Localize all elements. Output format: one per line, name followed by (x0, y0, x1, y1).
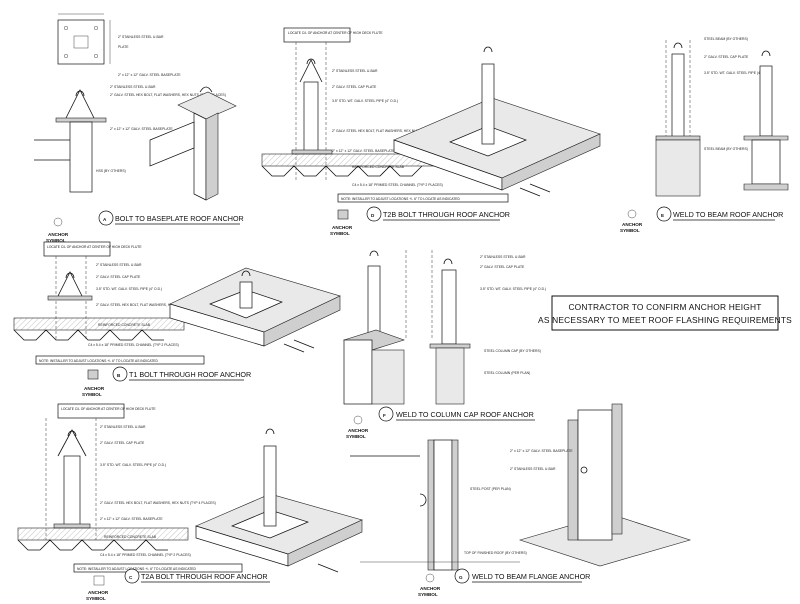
svg-text:SYMBOL: SYMBOL (82, 392, 102, 397)
detail-e: STEEL BEAM (BY OTHERS) 2" GALV. STEEL CA… (620, 37, 789, 233)
detail-f-title: WELD TO COLUMN CAP ROOF ANCHOR (396, 410, 534, 419)
detail-g: STEEL POST (PER PLAN) TOP OF FINISHED RO… (350, 403, 692, 597)
svg-text:STEEL BEAM (BY OTHERS): STEEL BEAM (BY OTHERS) (704, 147, 748, 151)
svg-text:C4 x 5.4 x 18" PRIMED STEEL CH: C4 x 5.4 x 18" PRIMED STEEL CHANNEL (TYP… (352, 183, 443, 187)
svg-text:2" STAINLESS STEEL U-BAR: 2" STAINLESS STEEL U-BAR (480, 255, 526, 259)
detail-b-title: T1 BOLT THROUGH ROOF ANCHOR (129, 370, 251, 379)
detail-f: 2" STAINLESS STEEL U-BAR 2" GALV. STEEL … (343, 250, 546, 439)
flashing-callout: CONTRACTOR TO CONFIRM ANCHOR HEIGHT AS N… (538, 295, 792, 331)
detail-g-letter: G (459, 575, 463, 580)
steel-post-label: STEEL POST (PER PLAN) (470, 487, 511, 491)
svg-text:REINFORCED CONCRETE SLAB: REINFORCED CONCRETE SLAB (98, 323, 151, 327)
detail-d-title: T2B BOLT THROUGH ROOF ANCHOR (383, 210, 510, 219)
svg-text:2" STAINLESS STEEL U-BAR: 2" STAINLESS STEEL U-BAR (332, 69, 378, 73)
detail-g-title: WELD TO BEAM FLANGE ANCHOR (472, 572, 590, 581)
svg-text:2" GALV. STEEL HEX BOLT, FLAT: 2" GALV. STEEL HEX BOLT, FLAT WASHERS, H… (96, 303, 212, 307)
detail-b: LOCATE C/L OF ANCHOR AT CENTER OF HIGH D… (13, 241, 341, 397)
svg-text:ANCHOR: ANCHOR (88, 590, 109, 595)
svg-text:2" GALV. STEEL CAP PLATE: 2" GALV. STEEL CAP PLATE (332, 85, 377, 89)
svg-text:3.5" STD. WT. GALV. STEEL PIPE: 3.5" STD. WT. GALV. STEEL PIPE (4" O.D.) (480, 287, 546, 291)
svg-text:SYMBOL: SYMBOL (86, 596, 106, 601)
callout-line-1: CONTRACTOR TO CONFIRM ANCHOR HEIGHT (568, 302, 761, 312)
svg-text:C4 x 5.4 x 18" PRIMED STEEL CH: C4 x 5.4 x 18" PRIMED STEEL CHANNEL (TYP… (100, 553, 191, 557)
detail-f-letter: F (383, 413, 386, 418)
svg-text:3.5" STD. WT. GALV. STEEL PIPE: 3.5" STD. WT. GALV. STEEL PIPE (4" O.D.) (704, 71, 770, 75)
svg-text:ANCHOR: ANCHOR (622, 222, 643, 227)
detail-a-letter: A (103, 217, 107, 222)
svg-text:C4 x 5.4 x 18" PRIMED STEEL CH: C4 x 5.4 x 18" PRIMED STEEL CHANNEL (TYP… (88, 343, 179, 347)
svg-text:REINFORCED CONCRETE SLAB: REINFORCED CONCRETE SLAB (104, 535, 157, 539)
installer-note-d: NOTE: INSTALLER TO ADJUST LOCATIONS +/- … (341, 197, 460, 201)
detail-a-title: BOLT TO BASEPLATE ROOF ANCHOR (115, 214, 244, 223)
svg-text:3.5" STD. WT. GALV. STEEL PIPE: 3.5" STD. WT. GALV. STEEL PIPE (4" O.D.) (332, 99, 398, 103)
svg-text:REINFORCED CONCRETE SLAB: REINFORCED CONCRETE SLAB (352, 165, 405, 169)
detail-c-letter: C (129, 575, 133, 580)
detail-d: LOCATE C/L OF ANCHOR AT CENTER OF HIGH D… (261, 27, 601, 236)
svg-text:2" STAINLESS STEEL U-BAR: 2" STAINLESS STEEL U-BAR (96, 263, 142, 267)
svg-text:SYMBOL: SYMBOL (620, 228, 640, 233)
locate-note-d: LOCATE C/L OF ANCHOR AT CENTER OF HIGH D… (288, 31, 383, 35)
svg-text:3.5" STD. WT. GALV. STEEL PIPE: 3.5" STD. WT. GALV. STEEL PIPE (4" O.D.) (96, 287, 162, 291)
svg-text:2" GALV. STEEL HEX BOLT, FLAT: 2" GALV. STEEL HEX BOLT, FLAT WASHERS, H… (100, 501, 216, 505)
column-cap-label: STEEL COLUMN CAP (BY OTHERS) (484, 349, 541, 353)
svg-text:2" GALV. STEEL CAP PLATE: 2" GALV. STEEL CAP PLATE (480, 265, 525, 269)
steel-beam-label: STEEL BEAM (BY OTHERS) (704, 37, 748, 41)
hss-label: HSS (BY OTHERS) (96, 169, 126, 173)
svg-text:ANCHOR: ANCHOR (348, 428, 369, 433)
detail-c: LOCATE C/L OF ANCHOR AT CENTER OF HIGH D… (17, 403, 363, 601)
svg-text:2" x 12" x 12" GALV. STEEL BAS: 2" x 12" x 12" GALV. STEEL BASEPLATE (110, 127, 173, 131)
detail-e-letter: E (661, 213, 664, 218)
baseplate-plan (57, 19, 105, 65)
svg-text:SYMBOL: SYMBOL (330, 231, 350, 236)
detail-d-letter: D (371, 213, 375, 218)
svg-text:2" GALV. STEEL HEX BOLT, FLAT: 2" GALV. STEEL HEX BOLT, FLAT WASHERS, H… (110, 93, 226, 97)
svg-text:3.5" STD. WT. GALV. STEEL PIPE: 3.5" STD. WT. GALV. STEEL PIPE (4" O.D.) (100, 463, 166, 467)
installer-note-c: NOTE: INSTALLER TO ADJUST LOCATIONS +/- … (77, 567, 196, 571)
svg-text:SYMBOL: SYMBOL (46, 238, 66, 243)
detail-b-letter: B (117, 373, 121, 378)
svg-text:SYMBOL: SYMBOL (346, 434, 366, 439)
svg-text:2" GALV. STEEL HEX BOLT, FLAT: 2" GALV. STEEL HEX BOLT, FLAT WASHERS, H… (332, 129, 448, 133)
svg-text:ANCHOR: ANCHOR (420, 586, 441, 591)
u-bar-label: 2" STAINLESS STEEL U-BAR (118, 35, 164, 39)
svg-text:2" x 12" x 12" GALV. STEEL BAS: 2" x 12" x 12" GALV. STEEL BASEPLATE (100, 517, 163, 521)
detail-e-title: WELD TO BEAM ROOF ANCHOR (673, 210, 783, 219)
svg-text:2" x 12" x 12" GALV. STEEL BAS: 2" x 12" x 12" GALV. STEEL BASEPLATE (510, 449, 573, 453)
steel-column-label: STEEL COLUMN (PER PLAN) (484, 371, 530, 375)
anchor-symbol-label: ANCHOR (48, 232, 69, 237)
installer-note-b: NOTE: INSTALLER TO ADJUST LOCATIONS +/- … (39, 359, 158, 363)
svg-text:2" STAINLESS STEEL U-BAR: 2" STAINLESS STEEL U-BAR (510, 467, 556, 471)
svg-text:ANCHOR: ANCHOR (332, 225, 353, 230)
callout-line-2: AS NECESSARY TO MEET ROOF FLASHING REQUI… (538, 315, 792, 325)
svg-text:SYMBOL: SYMBOL (418, 592, 438, 597)
plate-label: PLATE (118, 45, 129, 49)
baseplate-label: 2" x 12" x 12" GALV. STEEL BASEPLATE (118, 73, 181, 77)
svg-text:2" GALV. STEEL CAP PLATE: 2" GALV. STEEL CAP PLATE (704, 55, 749, 59)
svg-text:2" STAINLESS STEEL U-BAR: 2" STAINLESS STEEL U-BAR (110, 85, 156, 89)
svg-text:2" GALV. STEEL CAP PLATE: 2" GALV. STEEL CAP PLATE (100, 441, 145, 445)
svg-text:2" GALV. STEEL CAP PLATE: 2" GALV. STEEL CAP PLATE (96, 275, 141, 279)
detail-c-title: T2A BOLT THROUGH ROOF ANCHOR (141, 572, 268, 581)
locate-note-b: LOCATE C/L OF ANCHOR AT CENTER OF HIGH D… (47, 245, 142, 249)
detail-a: 2" STAINLESS STEEL U-BAR PLATE 2" x 12" … (34, 13, 244, 243)
top-roof-label: TOP OF FINISHED ROOF (BY OTHERS) (464, 551, 527, 555)
svg-text:ANCHOR: ANCHOR (84, 386, 105, 391)
svg-text:2" STAINLESS STEEL U-BAR: 2" STAINLESS STEEL U-BAR (100, 425, 146, 429)
locate-note-c: LOCATE C/L OF ANCHOR AT CENTER OF HIGH D… (61, 407, 156, 411)
svg-text:2" x 12" x 12" GALV. STEEL BAS: 2" x 12" x 12" GALV. STEEL BASEPLATE (332, 149, 395, 153)
